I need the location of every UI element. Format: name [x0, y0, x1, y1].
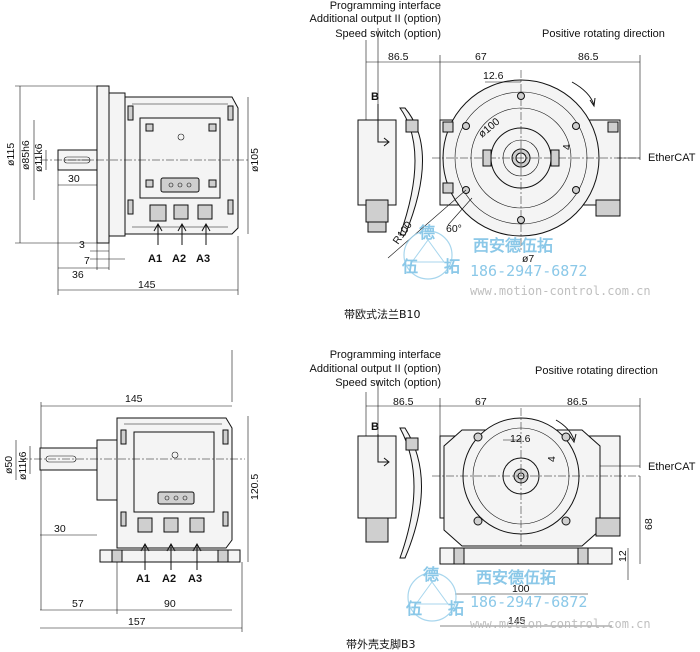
- dim-d11: ø11k6: [33, 143, 45, 172]
- watermark-logo-char-c-2: 拓: [448, 599, 464, 618]
- label-additional-output-b: Additional output II (option): [310, 363, 441, 375]
- label-programming-interface: Programming interface: [330, 0, 441, 12]
- bottom-side-view: 145 A1 A2 A3 ø50 ø11k6 120.5 30 57 90 15…: [3, 350, 261, 632]
- connector-a2: A2: [172, 253, 186, 265]
- watermark-logo-char-b-2: 伍: [405, 599, 422, 618]
- dim-12: 12: [617, 550, 629, 562]
- dim-30: 30: [68, 173, 80, 185]
- watermark-company-2: 西安德伍拓: [476, 568, 556, 587]
- watermark-logo: [403, 230, 453, 280]
- label-ethercat: EtherCAT: [648, 152, 696, 164]
- dim-86-5-a: 86.5: [388, 51, 409, 63]
- dim-90: 90: [164, 598, 176, 610]
- dim-12-6-b: 12.6: [510, 433, 531, 445]
- watermark-url-2: www.motion-control.com.cn: [470, 617, 651, 631]
- watermark-logo-char-c: 拓: [444, 257, 460, 276]
- dim-60deg: 60°: [446, 223, 462, 235]
- label-b: B: [371, 91, 379, 103]
- watermark-logo-2: [407, 572, 457, 622]
- dim-157: 157: [128, 616, 146, 628]
- watermark-url: www.motion-control.com.cn: [470, 284, 651, 298]
- watermark-bottom: 德 伍 拓 西安德伍拓 186-2947-6872 www.motion-con…: [405, 565, 651, 631]
- top-side-view: ø115 ø85h6 ø11k6 ø105 30 3 7 36 145 A1 A…: [5, 85, 261, 295]
- dim-d105: ø105: [249, 148, 261, 172]
- dim-68: 68: [643, 518, 655, 530]
- caption-b10: 带欧式法兰B10: [344, 307, 421, 321]
- dim-86-5-b: 86.5: [578, 51, 599, 63]
- label-speed-switch: Speed switch (option): [335, 28, 441, 40]
- watermark-logo-char-a-2: 德: [423, 565, 439, 584]
- label-programming-interface-b: Programming interface: [330, 349, 441, 361]
- dim-145: 145: [138, 279, 156, 291]
- label-positive-rotating: Positive rotating direction: [542, 28, 665, 40]
- dim-d85: ø85h6: [20, 140, 32, 170]
- dim-d7: ø7: [522, 253, 534, 265]
- caption-b3: 带外壳支脚B3: [346, 637, 416, 651]
- connector-a2-b: A2: [162, 573, 176, 585]
- connector-a1: A1: [148, 253, 162, 265]
- label-ethercat-b: EtherCAT: [648, 461, 696, 473]
- dim-86-5-c: 86.5: [393, 396, 414, 408]
- dim-120-5: 120.5: [249, 474, 261, 500]
- connector-a1-b: A1: [136, 573, 150, 585]
- dim-d115: ø115: [5, 143, 17, 166]
- dim-67-b: 67: [475, 396, 487, 408]
- watermark-logo-char-a: 德: [419, 223, 435, 242]
- label-positive-rotating-b: Positive rotating direction: [535, 365, 658, 377]
- dim-4: 4: [561, 144, 573, 150]
- watermark-phone-2: 186-2947-6872: [470, 593, 587, 611]
- dim-86-5-d: 86.5: [567, 396, 588, 408]
- dim-12-6: 12.6: [483, 70, 504, 82]
- label-additional-output: Additional output II (option): [310, 13, 441, 25]
- connector-a3-b: A3: [188, 573, 202, 585]
- dim-145-b: 145: [508, 615, 526, 627]
- dim-57: 57: [72, 598, 84, 610]
- dim-r100: R100: [391, 219, 415, 247]
- dim-d50: ø50: [3, 456, 15, 474]
- dim-67: 67: [475, 51, 487, 63]
- dim-4-b: 4: [546, 456, 558, 462]
- dim-145: 145: [125, 393, 143, 405]
- watermark-phone: 186-2947-6872: [470, 262, 587, 280]
- dim-7: 7: [84, 255, 90, 267]
- dim-3: 3: [79, 239, 85, 251]
- label-speed-switch-b: Speed switch (option): [335, 377, 441, 389]
- watermark-company: 西安德伍拓: [473, 236, 553, 255]
- dim-30-b: 30: [54, 523, 66, 535]
- watermark-top: 德 伍 拓 西安德伍拓 186-2947-6872 www.motion-con…: [401, 223, 651, 298]
- bottom-front-view: Programming interface Additional output …: [310, 349, 696, 651]
- label-b-2: B: [371, 421, 379, 433]
- connector-a3: A3: [196, 253, 210, 265]
- watermark-logo-char-b: 伍: [401, 257, 418, 276]
- dim-100: 100: [512, 583, 530, 595]
- top-front-view: Programming interface Additional output …: [310, 0, 696, 321]
- dim-d11-b: ø11k6: [17, 451, 29, 480]
- dim-36: 36: [72, 269, 84, 281]
